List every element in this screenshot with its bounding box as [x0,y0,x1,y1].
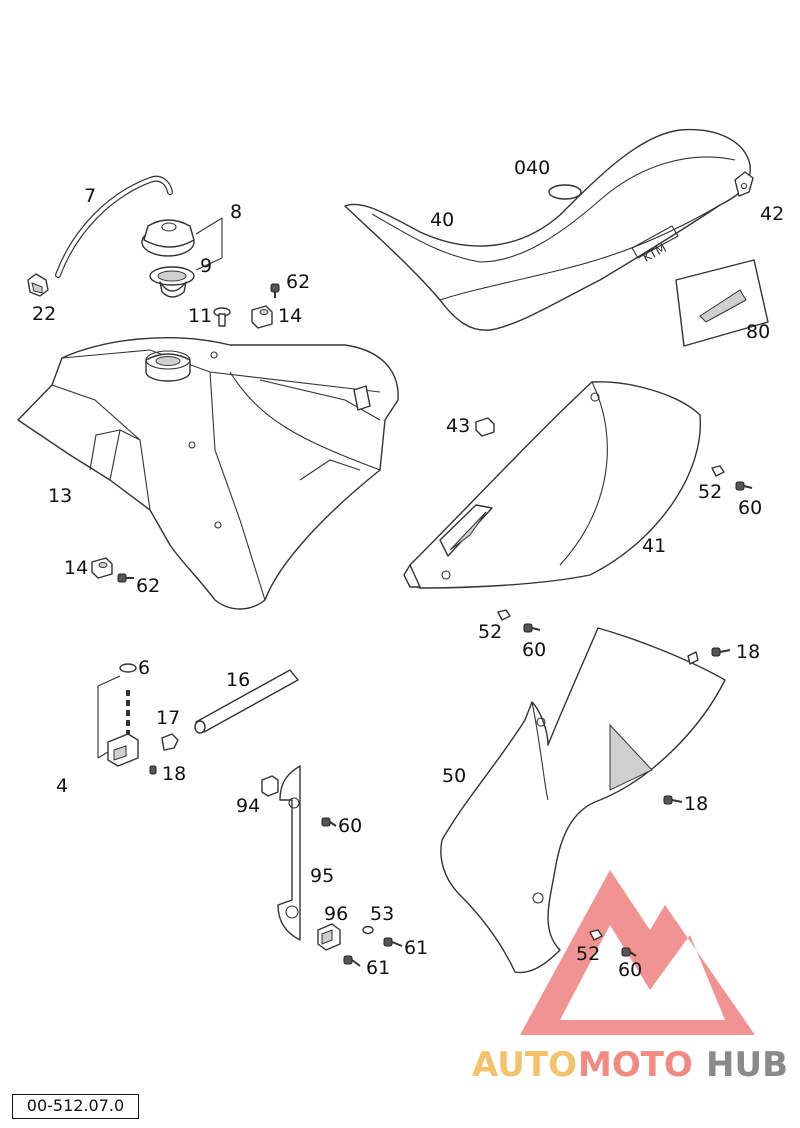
seat-decal-part [675,259,769,347]
label-18-mid: 18 [684,793,708,815]
label-60-bracket: 60 [338,815,362,837]
label-18-top: 18 [736,641,760,663]
screw-60-mid-part [523,623,541,633]
label-17: 17 [156,707,180,729]
screw-62-lower-part [117,573,134,583]
label-41: 41 [642,535,666,557]
fuel-tank-part [17,337,399,610]
label-94: 94 [236,795,260,817]
side-cover-part [403,381,702,589]
bracket-95-part [277,765,301,941]
label-14-lower: 14 [64,557,88,579]
hose-elbow-part [27,273,49,297]
washer-53-part [362,925,374,935]
label-040: 040 [514,157,550,179]
screw-62-part [270,283,280,298]
label-13: 13 [48,485,72,507]
bushing-14-lower-part [91,557,113,579]
label-50: 50 [442,765,466,787]
label-62-lower: 62 [136,575,160,597]
label-8: 8 [230,201,242,223]
screw-18-tap-part [149,765,157,775]
screw-18-a-part [711,647,731,657]
label-18-tap: 18 [162,763,186,785]
label-62-top: 62 [286,271,310,293]
label-52-upper: 52 [698,481,722,503]
fuel-line-part [194,669,299,734]
watermark-text: AUTO MOTO HUB [472,1045,788,1085]
label-40: 40 [430,209,454,231]
label-4: 4 [56,775,68,797]
number-plate-part [440,627,726,974]
screw-61-a-part [383,937,403,947]
label-22: 22 [32,303,56,325]
label-7: 7 [84,185,96,207]
screw-60-upper-part [735,481,753,491]
label-60-upper: 60 [738,497,762,519]
spacer-94-part [261,775,279,797]
label-61-a: 61 [404,937,428,959]
clamp-96-part [317,923,341,951]
diagram-code-box: 00-512.07.0 [12,1094,139,1119]
screw-60-lower-part [621,947,637,957]
label-53: 53 [370,903,394,925]
label-6: 6 [138,657,150,679]
watermark-logo-icon [520,870,755,1035]
bushing-14-part [251,305,273,329]
screw-60-bracket-part [321,817,337,827]
watermark-word-hub: HUB [706,1045,788,1085]
watermark-word-auto: AUTO [472,1045,577,1085]
label-95: 95 [310,865,334,887]
bolt-11-part [213,307,231,327]
label-61-b: 61 [366,957,390,979]
screw-61-b-part [343,955,361,967]
label-60-mid: 60 [522,639,546,661]
label-11: 11 [188,305,212,327]
washer-52-mid-part [497,609,511,621]
fuel-tap-part [107,663,139,767]
cap-gasket-part [149,266,195,298]
label-60-lower: 60 [618,959,642,981]
watermark-word-moto: MOTO [578,1045,693,1085]
grommet-43-part [475,417,495,437]
seat-part: KTM [344,128,754,331]
label-52-mid: 52 [478,621,502,643]
label-43: 43 [446,415,470,437]
label-80: 80 [746,321,770,343]
label-16: 16 [226,669,250,691]
label-14-top: 14 [278,305,302,327]
washer-52-upper-part [711,465,725,477]
label-52-lower: 52 [576,943,600,965]
screw-18-b-part [663,795,683,805]
label-42: 42 [760,203,784,225]
washer-52-lower-part [589,929,603,941]
fuel-hose-part [55,175,173,278]
label-96: 96 [324,903,348,925]
clamp-17-part [161,733,179,751]
filler-cap-part [141,219,195,257]
label-9: 9 [200,255,212,277]
